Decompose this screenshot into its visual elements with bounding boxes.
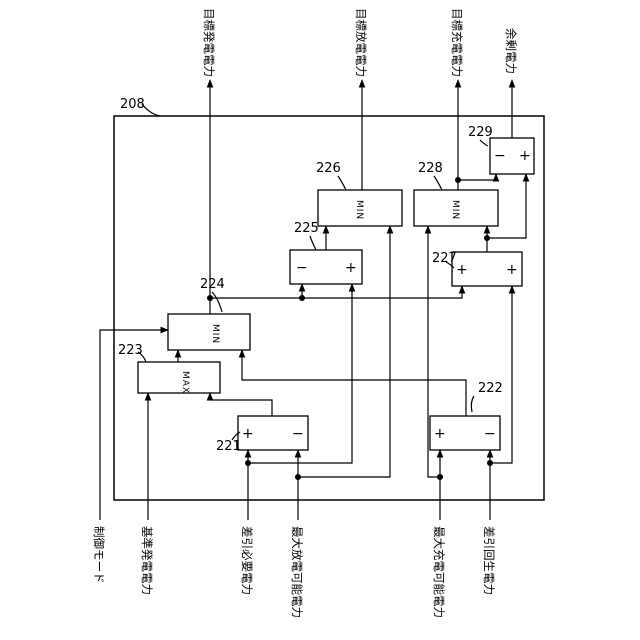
221-to-223 [210, 393, 272, 416]
block-227-plus1: + [456, 262, 468, 278]
unit-208-label: 208 [120, 97, 145, 112]
block-229-plus: + [519, 148, 531, 164]
block-223: MAX 223 [118, 343, 220, 394]
224-to-227 [210, 286, 462, 298]
block-221: + − 221 [216, 416, 308, 454]
block-229-ref: 229 [468, 125, 493, 140]
block-222-minus: − [484, 426, 496, 442]
mode-line [100, 330, 168, 520]
input-max-charge: 最大充電可能電力 [432, 526, 446, 618]
output-target-discharge: 目標放電電力 [354, 8, 368, 77]
block-223-ref: 223 [118, 343, 143, 358]
block-228: MIN 228 [414, 161, 498, 226]
output-target-charge: 目標充電電力 [450, 8, 464, 77]
block-222-plus: + [434, 426, 446, 442]
block-221-minus: − [292, 426, 304, 442]
block-222-ref: 222 [478, 381, 503, 396]
block-226: MIN 226 [316, 161, 402, 226]
block-229: − + 229 [468, 125, 534, 174]
block-224-op: MIN [210, 324, 220, 344]
block-224: MIN 224 [168, 277, 250, 350]
input-diff-regen: 差引回生電力 [482, 526, 496, 595]
block-227-ref: 227 [432, 251, 457, 266]
input-base-power: 基準発電電力 [140, 526, 154, 595]
input-diff-required: 差引必要電力 [240, 526, 254, 595]
block-223-op: MAX [180, 371, 190, 394]
block-227: + + 227 [432, 251, 522, 286]
block-221-plus: + [242, 426, 254, 442]
block-225-ref: 225 [294, 221, 319, 236]
block-224-ref: 224 [200, 277, 225, 292]
output-target-gen: 目標発電電力 [202, 8, 216, 77]
block-225-plus: + [345, 260, 357, 276]
block-226-ref: 226 [316, 161, 341, 176]
228-to-229 [458, 174, 496, 180]
block-225-minus: − [296, 260, 308, 276]
block-228-ref: 228 [418, 161, 443, 176]
output-surplus: 余剰電力 [504, 28, 518, 74]
block-226-op: MIN [354, 200, 364, 220]
input-max-discharge: 最大放電可能電力 [290, 526, 304, 618]
222-to-224 [242, 350, 466, 416]
input-mode: 制御モード [92, 526, 106, 584]
block-227-plus2: + [506, 262, 518, 278]
block-221-ref: 221 [216, 439, 241, 454]
block-229-minus: − [494, 148, 506, 164]
block-228-op: MIN [450, 200, 460, 220]
